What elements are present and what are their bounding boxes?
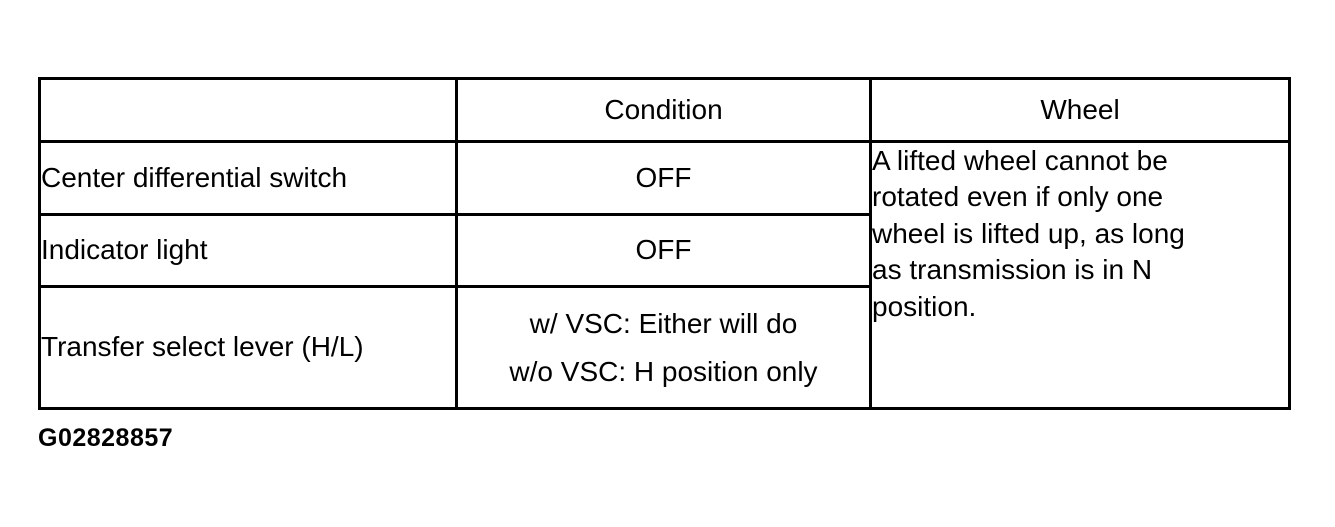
header-empty-cell	[38, 77, 458, 143]
condition-wheel-table: Condition Wheel Center differential swit…	[38, 77, 1291, 410]
row-label-transfer-select-lever: Transfer select lever (H/L)	[38, 285, 458, 410]
header-condition: Condition	[455, 77, 872, 143]
row-label-indicator-light: Indicator light	[38, 213, 458, 288]
table-row: Indicator light OFF	[38, 213, 1290, 288]
condition-line-without-vsc: w/o VSC: H position only	[509, 355, 818, 387]
condition-value: OFF	[455, 140, 872, 216]
header-wheel: Wheel	[869, 77, 1291, 143]
table-row: Center differential switch OFF A lifted …	[38, 140, 1291, 410]
condition-value: w/ VSC: Either will do w/o VSC: H positi…	[455, 285, 872, 410]
table-row: Transfer select lever (H/L) w/ VSC: Eith…	[38, 285, 1290, 410]
condition-value: OFF	[455, 213, 872, 288]
condition-line-with-vsc: w/ VSC: Either will do	[529, 307, 798, 339]
figure-id: G02828857	[38, 424, 174, 452]
row-label-center-differential-switch: Center differential switch	[38, 140, 458, 216]
wheel-note: A lifted wheel cannot be rotated even if…	[869, 140, 1291, 410]
table-header-row: Condition Wheel	[38, 77, 1291, 143]
